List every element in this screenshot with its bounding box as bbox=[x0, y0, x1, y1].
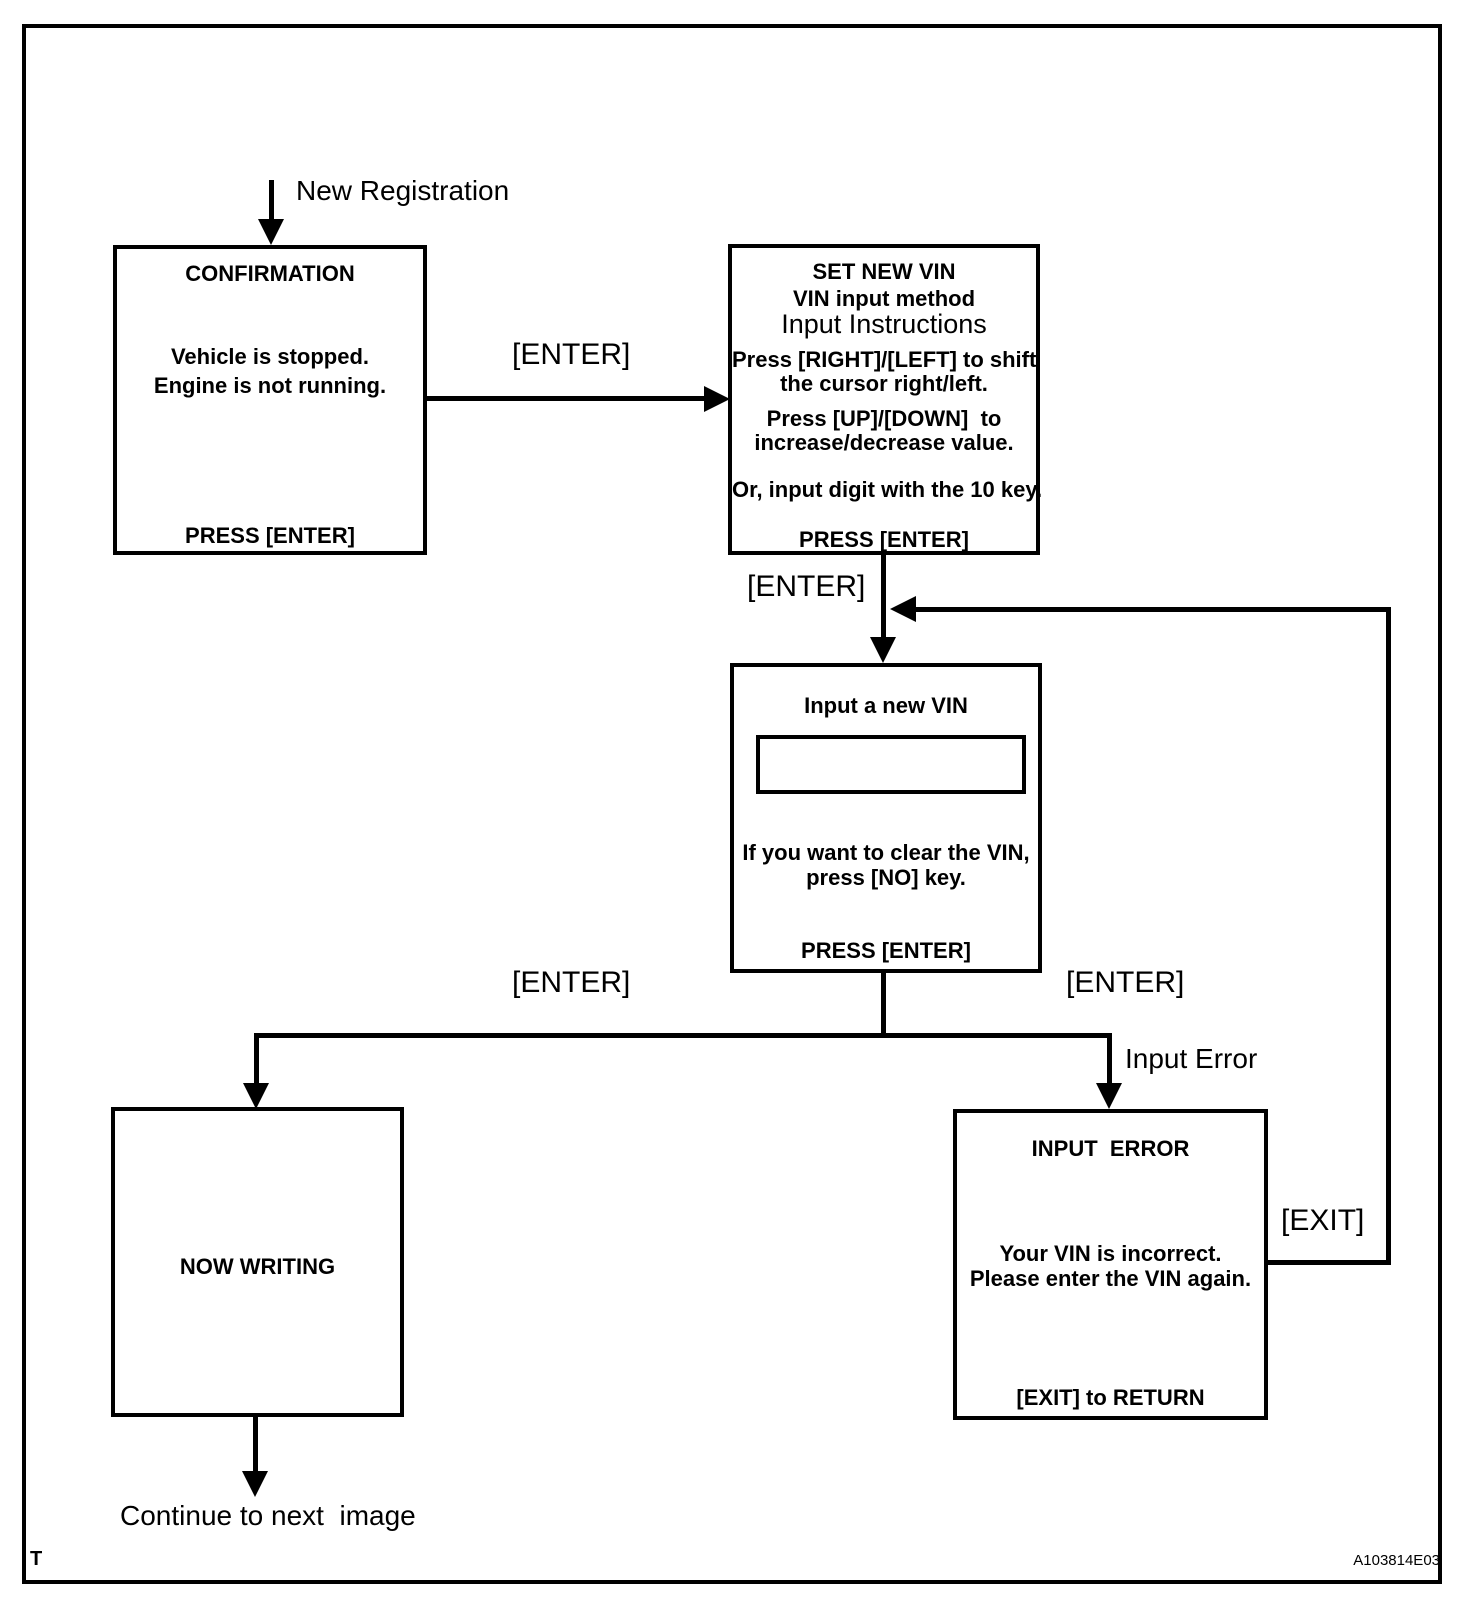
set-new-vin-body-line: increase/decrease value. bbox=[754, 430, 1014, 455]
new-registration-arrow-line bbox=[269, 180, 274, 222]
input-error-title: INPUT ERROR bbox=[1031, 1136, 1190, 1161]
input-new-vin-footer: PRESS [ENTER] bbox=[801, 938, 971, 963]
branch-stub-line bbox=[881, 971, 886, 1038]
continue-arrow-line bbox=[253, 1417, 258, 1473]
enter-label-error: [ENTER] bbox=[1066, 966, 1185, 999]
set-new-vin-body-line: the cursor right/left. bbox=[780, 371, 988, 396]
input-error-box: INPUT ERROR Your VIN is incorrect. Pleas… bbox=[953, 1109, 1268, 1420]
branch-left-drop-line bbox=[254, 1033, 259, 1085]
input-error-footer: [EXIT] to RETURN bbox=[1016, 1385, 1205, 1410]
enter-label-confirm: [ENTER] bbox=[512, 338, 631, 371]
setvin-to-input-arrowhead-icon bbox=[870, 637, 896, 663]
confirm-to-setvin-arrowhead-icon bbox=[704, 386, 730, 412]
input-new-vin-body-line: press [NO] key. bbox=[806, 865, 966, 890]
figure-code: A103814E03 bbox=[1353, 1552, 1440, 1569]
confirmation-footer: PRESS [ENTER] bbox=[185, 523, 355, 548]
branch-left-arrowhead-icon bbox=[243, 1083, 269, 1109]
new-registration-arrowhead-icon bbox=[258, 219, 284, 245]
setvin-to-input-arrow-line bbox=[881, 555, 886, 639]
exit-label: [EXIT] bbox=[1281, 1204, 1365, 1237]
branch-horizontal-line bbox=[254, 1033, 1112, 1038]
confirm-to-setvin-arrow-line bbox=[427, 396, 705, 401]
return-loop-riser-line bbox=[1386, 607, 1391, 1265]
diagram-border bbox=[22, 24, 1442, 1584]
return-loop-arrowhead-icon bbox=[890, 596, 916, 622]
now-writing-box: NOW WRITING bbox=[111, 1107, 404, 1417]
confirmation-body-line: Engine is not running. bbox=[153, 373, 387, 398]
return-loop-top-line bbox=[914, 607, 1391, 612]
input-new-vin-body-line: If you want to clear the VIN, bbox=[742, 840, 1030, 865]
corner-letter: T bbox=[30, 1548, 43, 1570]
continue-arrowhead-icon bbox=[242, 1471, 268, 1497]
branch-right-arrowhead-icon bbox=[1096, 1083, 1122, 1109]
set-new-vin-body-line: Press [UP]/[DOWN] to bbox=[766, 406, 1002, 431]
return-loop-bottom-line bbox=[1268, 1260, 1391, 1265]
enter-label-write: [ENTER] bbox=[512, 966, 631, 999]
set-new-vin-title: SET NEW VIN bbox=[812, 259, 956, 284]
input-new-vin-box: Input a new VIN If you want to clear the… bbox=[730, 663, 1042, 973]
enter-label-set-vin: [ENTER] bbox=[747, 570, 866, 603]
now-writing-title: NOW WRITING bbox=[179, 1254, 336, 1279]
set-new-vin-heading: Input Instructions bbox=[781, 309, 987, 339]
confirmation-title: CONFIRMATION bbox=[185, 261, 355, 286]
set-new-vin-footer: PRESS [ENTER] bbox=[799, 527, 969, 552]
branch-right-drop-line bbox=[1107, 1033, 1112, 1085]
set-new-vin-subtitle: VIN input method bbox=[792, 286, 976, 311]
input-error-branch-label: Input Error bbox=[1125, 1043, 1258, 1074]
new-registration-label: New Registration bbox=[296, 175, 510, 206]
continue-label: Continue to next image bbox=[120, 1500, 416, 1531]
vin-input-field bbox=[756, 735, 1026, 794]
input-error-body-line: Your VIN is incorrect. bbox=[999, 1241, 1222, 1266]
confirmation-box: CONFIRMATION Vehicle is stopped. Engine … bbox=[113, 245, 427, 555]
set-new-vin-body-line: Press [RIGHT]/[LEFT] to shift bbox=[732, 347, 1037, 372]
set-new-vin-body-line: Or, input digit with the 10 key. bbox=[732, 477, 1043, 502]
input-new-vin-title: Input a new VIN bbox=[804, 693, 968, 718]
input-error-body-line: Please enter the VIN again. bbox=[969, 1266, 1252, 1291]
confirmation-body-line: Vehicle is stopped. bbox=[170, 344, 370, 369]
set-new-vin-box: SET NEW VIN VIN input method Input Instr… bbox=[728, 244, 1043, 555]
